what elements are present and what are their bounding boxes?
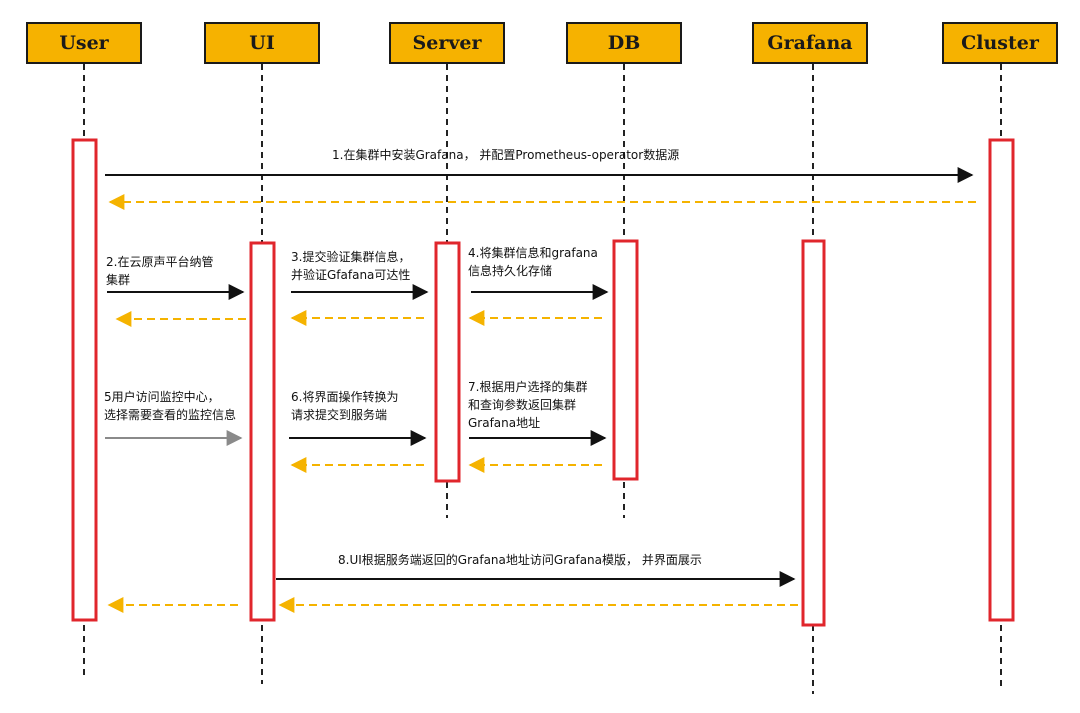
message-6-line-2: 请求提交到服务端 (291, 408, 388, 422)
message-2-label: 2.在云原声平台纳管 集群 (106, 253, 213, 289)
actor-user: User (26, 22, 142, 64)
message-5-line-2: 选择需要查看的监控信息 (104, 408, 237, 422)
actor-db: DB (566, 22, 682, 64)
actor-grafana: Grafana (752, 22, 868, 64)
message-4-line-1: 4.将集群信息和grafana (468, 246, 598, 260)
message-7-line-3: Grafana地址 (468, 416, 541, 430)
message-7-label: 7.根据用户选择的集群 和查询参数返回集群 Grafana地址 (468, 378, 587, 432)
actor-ui: UI (204, 22, 320, 64)
activation-ui (249, 241, 276, 622)
actor-server: Server (389, 22, 505, 64)
activation-server (434, 241, 461, 483)
message-3-line-1: 3.提交验证集群信息， (291, 250, 411, 264)
message-2-line-2: 集群 (106, 273, 131, 287)
message-2-line-1: 2.在云原声平台纳管 (106, 255, 214, 269)
message-5-label: 5用户访问监控中心， 选择需要查看的监控信息 (104, 388, 236, 424)
activation-user (71, 138, 98, 622)
message-3-label: 3.提交验证集群信息， 并验证Gfafana可达性 (291, 248, 410, 284)
message-4-label: 4.将集群信息和grafana 信息持久化存储 (468, 244, 598, 280)
message-8-label: 8.UI根据服务端返回的Grafana地址访问Grafana模版， 并界面展示 (338, 553, 702, 567)
actor-cluster: Cluster (942, 22, 1058, 64)
activation-db (612, 239, 639, 481)
message-6-line-1: 6.将界面操作转换为 (291, 390, 399, 404)
message-7-line-1: 7.根据用户选择的集群 (468, 380, 588, 394)
message-1-label: 1.在集群中安装Grafana， 并配置Prometheus-operator数… (332, 148, 680, 162)
message-3-line-2: 并验证Gfafana可达性 (291, 268, 411, 282)
message-7-line-2: 和查询参数返回集群 (468, 398, 577, 412)
message-4-line-2: 信息持久化存储 (468, 264, 553, 278)
activation-grafana (801, 239, 826, 627)
message-5-line-1: 5用户访问监控中心， (104, 390, 220, 404)
activation-cluster (988, 138, 1015, 622)
message-6-label: 6.将界面操作转换为 请求提交到服务端 (291, 388, 398, 424)
